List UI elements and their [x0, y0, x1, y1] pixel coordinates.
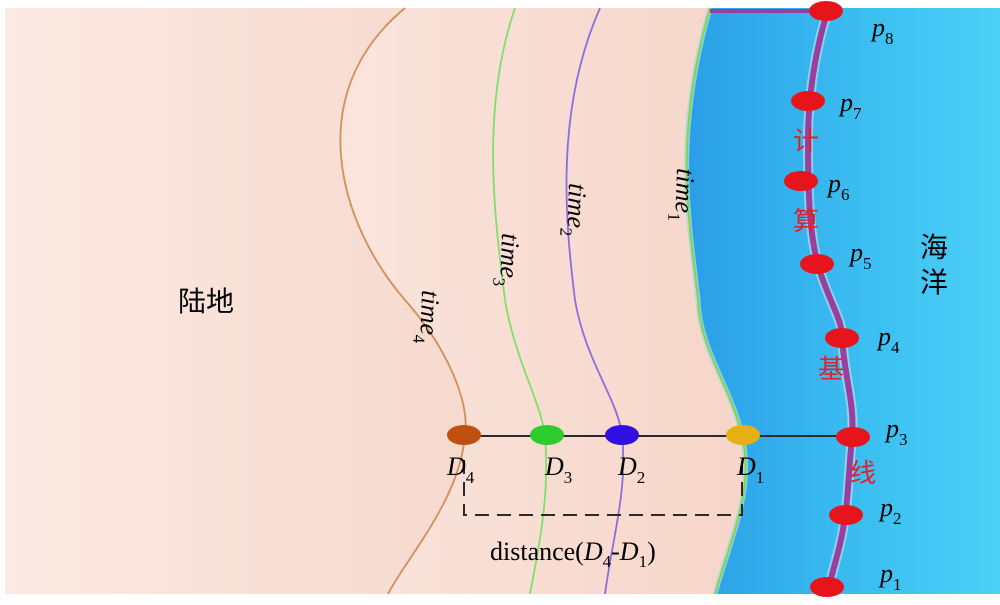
baseline-label-char-1: 计 [793, 127, 819, 157]
p5-label: p5 [848, 238, 872, 273]
distance-bracket [463, 460, 743, 516]
time3-label: time3 [489, 233, 525, 287]
land-label: 陆地 [178, 285, 234, 318]
p1-label: p1 [878, 559, 902, 594]
point-d3 [530, 425, 564, 445]
time2-label: time2 [556, 183, 592, 237]
point-d2 [605, 425, 639, 445]
point-p2 [829, 505, 863, 525]
ocean-label: 海 洋 [920, 231, 948, 299]
baseline-label-char-3: 基 [818, 355, 844, 385]
distance-label: distance(D4-D1) [490, 537, 656, 571]
point-p1 [810, 577, 844, 597]
point-p4 [825, 328, 859, 348]
ocean-label-char-2: 洋 [920, 266, 948, 299]
d4-label: D4 [446, 452, 475, 487]
time4-line [339, 7, 467, 595]
p8-label: p8 [870, 13, 894, 48]
time1-label: time1 [664, 168, 700, 222]
p4-label: p4 [876, 322, 900, 357]
point-p8 [809, 1, 843, 21]
point-d4 [447, 425, 481, 445]
p7-label: p7 [838, 88, 862, 123]
p2-label: p2 [878, 493, 902, 528]
point-d1 [726, 425, 760, 445]
baseline-points [784, 1, 870, 597]
baseline-label-char-4: 线 [850, 459, 876, 489]
ocean-label-char-1: 海 [920, 231, 948, 264]
time4-label: time4 [409, 290, 445, 345]
point-p3 [836, 427, 870, 447]
point-p6 [784, 171, 818, 191]
point-p7 [791, 91, 825, 111]
d3-label: D3 [544, 452, 572, 487]
point-p5 [800, 254, 834, 274]
p6-label: p6 [826, 169, 850, 204]
p3-label: p3 [884, 414, 908, 449]
ocean-area [686, 8, 1000, 594]
d1-label: D1 [736, 452, 764, 487]
time2-line [565, 7, 625, 595]
d2-label: D2 [617, 452, 645, 487]
shoreline-band [340, 8, 746, 594]
baseline-label-char-2: 算 [793, 207, 819, 237]
